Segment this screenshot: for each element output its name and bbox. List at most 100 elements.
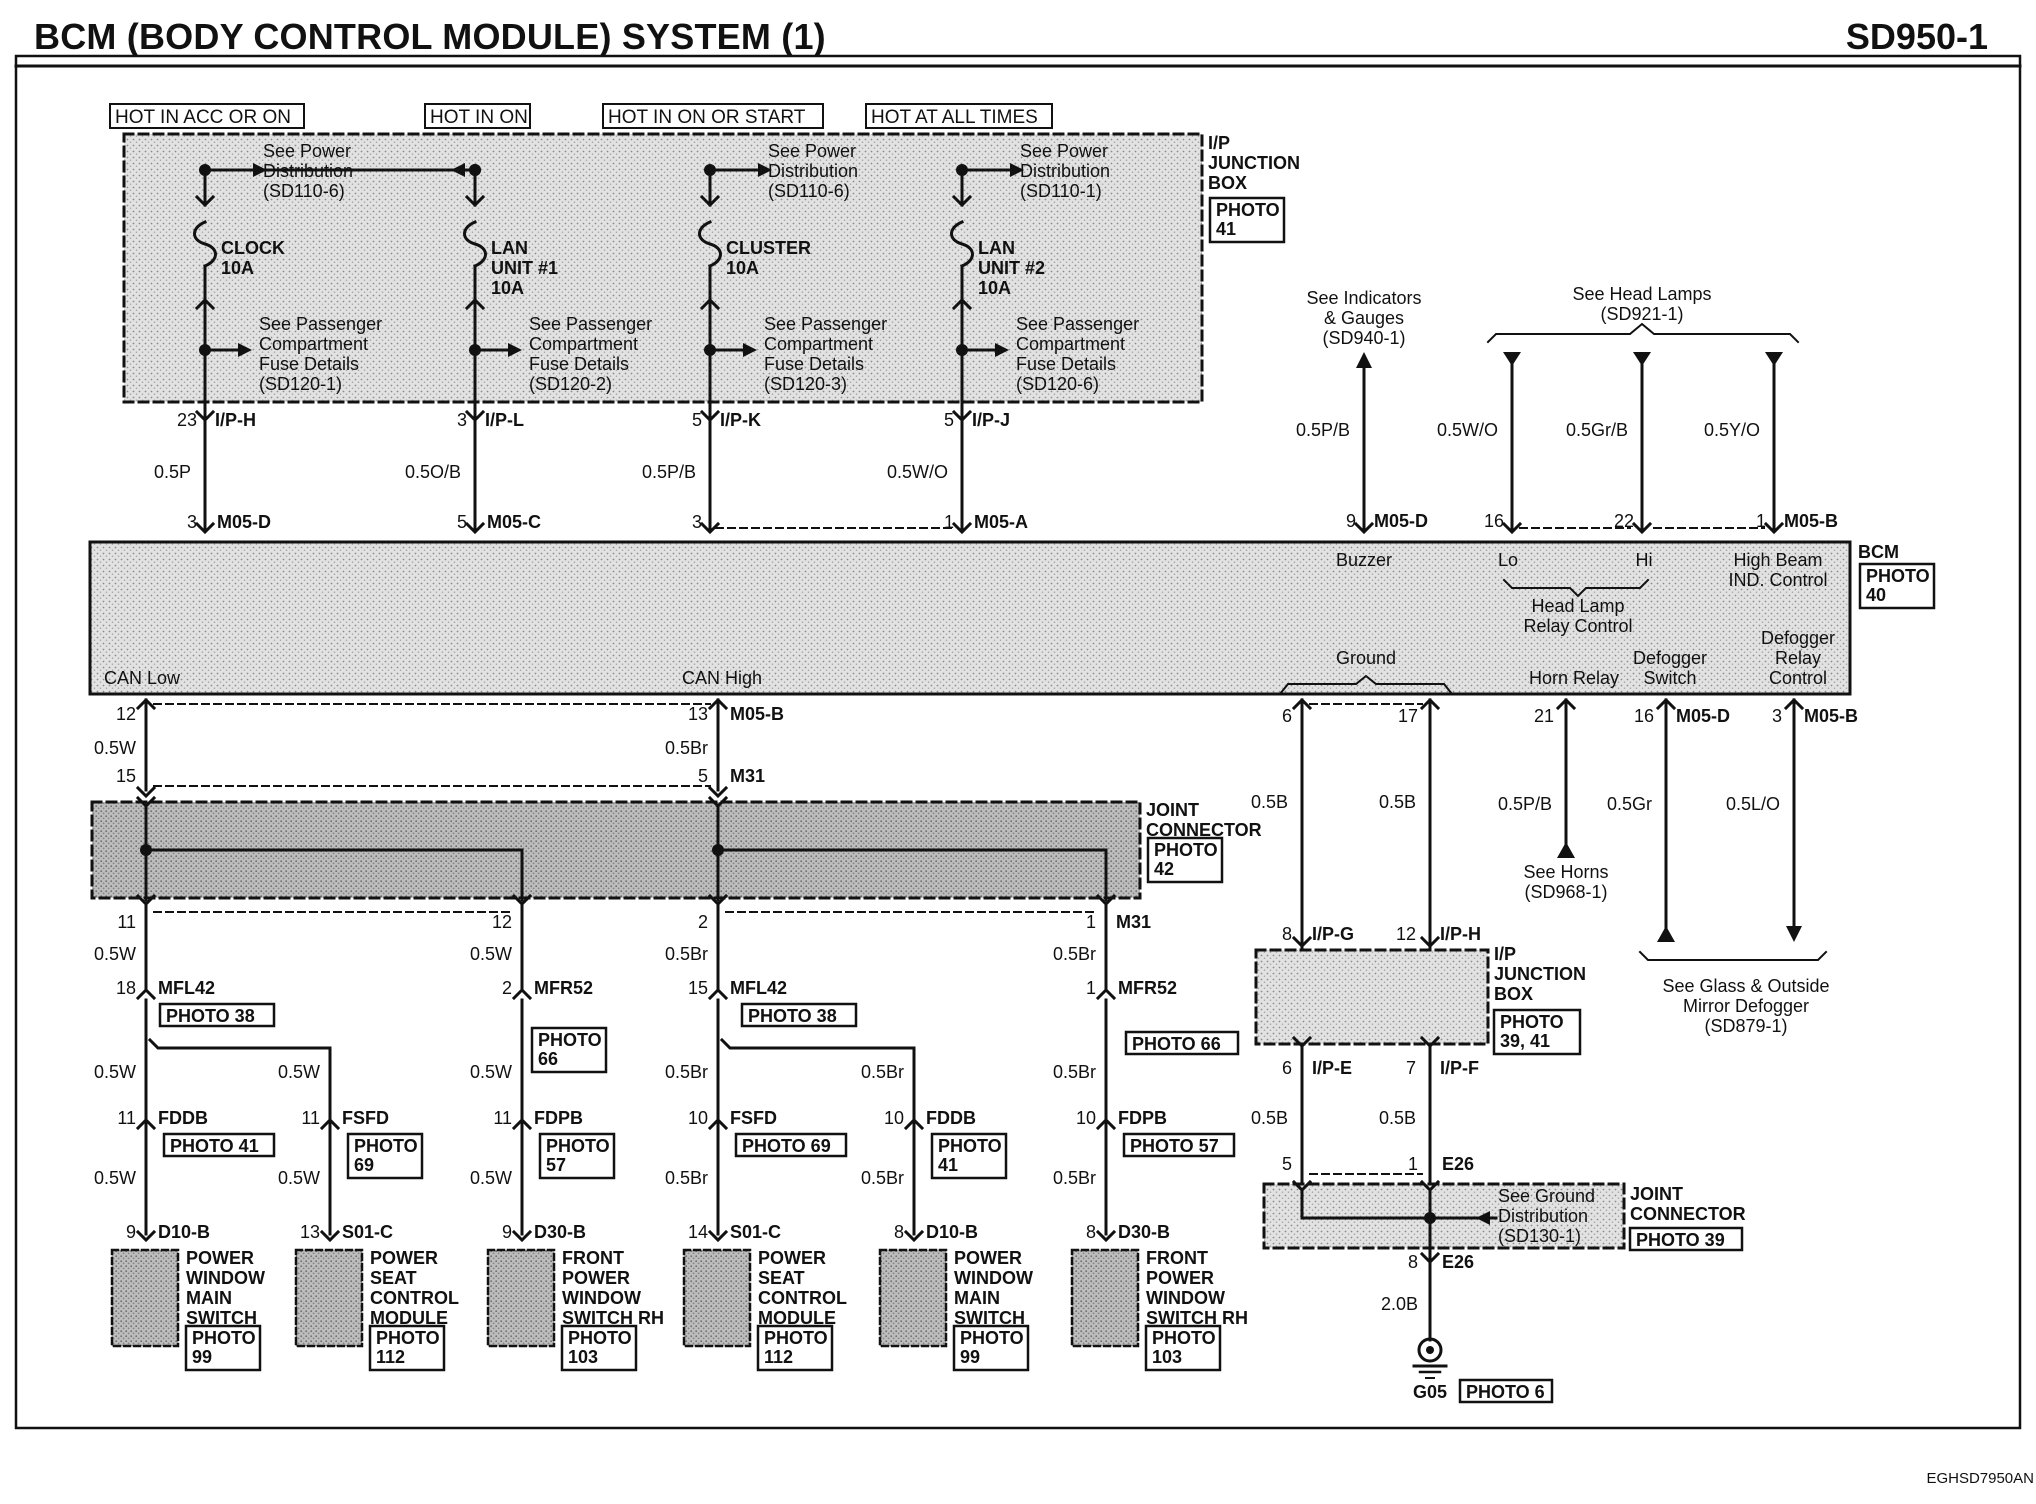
- photo-tag: [1124, 1030, 1240, 1056]
- component-photo-text: 99: [960, 1347, 980, 1367]
- joint-connector-2-label: CONNECTOR: [1630, 1204, 1746, 1224]
- connector-id: I/P-G: [1312, 924, 1354, 944]
- connector-chevron: [903, 1229, 925, 1243]
- pin-number: 8: [1282, 924, 1292, 944]
- photo-tag-text: 69: [354, 1155, 374, 1175]
- wire-color: 0.5W: [470, 1168, 512, 1188]
- component-name: POWER: [954, 1248, 1022, 1268]
- head-lamps-ref: See Head Lamps: [1572, 284, 1711, 304]
- pin-number: 5: [698, 766, 708, 786]
- component-name: SWITCH: [954, 1308, 1025, 1328]
- bcm-photo-text: 40: [1866, 585, 1886, 605]
- pin-number: 1: [1086, 978, 1096, 998]
- connector-id: I/P-L: [485, 410, 524, 430]
- component-name: WINDOW: [186, 1268, 265, 1288]
- component-name: SWITCH RH: [562, 1308, 664, 1328]
- component-name: WINDOW: [954, 1268, 1033, 1288]
- fuse-name: LAN: [978, 238, 1015, 258]
- connector-id: I/P-H: [215, 410, 256, 430]
- passenger-fuse-ref: See Passenger: [764, 314, 887, 334]
- pin-number: 9: [1346, 511, 1356, 531]
- hot-label: [602, 103, 824, 129]
- pin-number: 7: [1406, 1058, 1416, 1078]
- connector-id: MFR52: [534, 978, 593, 998]
- power-distribution-ref: See Power: [768, 141, 856, 161]
- wire-color: 0.5Br: [861, 1062, 904, 1082]
- fuse-icon: [698, 220, 722, 268]
- connector-chevron: [699, 194, 721, 208]
- head-lamp-relay-label: Head Lamp: [1531, 596, 1624, 616]
- component-body: [1070, 1248, 1140, 1348]
- connector-chevron: [1095, 987, 1117, 1001]
- connector-id: FDPB: [534, 1108, 583, 1128]
- photo-tag-text: PHOTO 38: [166, 1006, 255, 1026]
- component-name: POWER: [562, 1268, 630, 1288]
- photo-tag: [930, 1132, 1008, 1180]
- connector-chevron: [1291, 1035, 1313, 1049]
- pin-number: 9: [126, 1222, 136, 1242]
- component-name: SEAT: [758, 1268, 805, 1288]
- arrow-down: [1786, 926, 1802, 942]
- fuse-icon: [950, 220, 974, 268]
- pin-number: 5: [692, 410, 702, 430]
- pin-number: 2: [698, 912, 708, 932]
- pin-number: 16: [1484, 511, 1504, 531]
- pin-number: 10: [688, 1108, 708, 1128]
- connector-chevron: [707, 1229, 729, 1243]
- defogger-relay-label: Control: [1769, 668, 1827, 688]
- wire-color: 0.5L/O: [1726, 794, 1780, 814]
- component-body: [294, 1248, 364, 1348]
- defogger-terminal: [1657, 926, 1675, 942]
- pin-number: 22: [1614, 511, 1634, 531]
- wire-color: 0.5W: [278, 1168, 320, 1188]
- diagram-code: SD950-1: [1845, 16, 1988, 57]
- connector-id: M05-D: [217, 512, 271, 532]
- photo-tag-text: PHOTO 66: [1132, 1034, 1221, 1054]
- connector-chevron: [511, 1229, 533, 1243]
- wire-color: 0.5Br: [1053, 1062, 1096, 1082]
- component-photo-text: PHOTO: [192, 1328, 256, 1348]
- wire-color: 0.5P: [154, 462, 191, 482]
- passenger-fuse-ref: See Passenger: [529, 314, 652, 334]
- component-name: SWITCH RH: [1146, 1308, 1248, 1328]
- connector-id: I/P-J: [972, 410, 1010, 430]
- high-beam-label: High Beam: [1733, 550, 1822, 570]
- hot-label-text: HOT IN ON: [430, 107, 528, 128]
- arrow-right: [1010, 163, 1024, 177]
- fuse-icon: [463, 220, 487, 268]
- component-name: WINDOW: [562, 1288, 641, 1308]
- pin-number: 15: [688, 978, 708, 998]
- connector-id: D10-B: [158, 1222, 210, 1242]
- component-photo: [756, 1324, 834, 1372]
- pin-number: 11: [301, 1108, 320, 1128]
- pin-number: 5: [944, 410, 954, 430]
- connector-chevron: [319, 1229, 341, 1243]
- wire-color: 0.5W/O: [887, 462, 948, 482]
- ip-junction-box: [122, 132, 1204, 404]
- connector-chevron: [1095, 1229, 1117, 1243]
- component-photo: [560, 1324, 638, 1372]
- wire: [147, 1037, 332, 1122]
- wire-color: 0.5Br: [1053, 944, 1096, 964]
- horns-ref: (SD968-1): [1524, 882, 1607, 902]
- connector-chevron: [194, 194, 216, 208]
- pin-number: 12: [492, 912, 512, 932]
- connector-chevron: [1419, 935, 1441, 949]
- component-photo-text: PHOTO: [960, 1328, 1024, 1348]
- pin-number: 15: [116, 766, 136, 786]
- pin-number: 1: [1408, 1154, 1418, 1174]
- photo-tag: [530, 1026, 608, 1074]
- connector-chevron: [1631, 521, 1653, 535]
- power-distribution-ref: (SD110-6): [263, 181, 345, 201]
- connector-chevron: [135, 1229, 157, 1243]
- wire-color: 0.5Br: [665, 1062, 708, 1082]
- ground-brace: [1278, 674, 1454, 696]
- power-distribution-ref: (SD110-1): [1020, 181, 1102, 201]
- component-name: CONTROL: [370, 1288, 459, 1308]
- power-distribution-ref: See Power: [1020, 141, 1108, 161]
- wire-color: 2.0B: [1381, 1294, 1418, 1314]
- wire-color: 0.5Br: [665, 944, 708, 964]
- connector-id: M05-B: [1804, 706, 1858, 726]
